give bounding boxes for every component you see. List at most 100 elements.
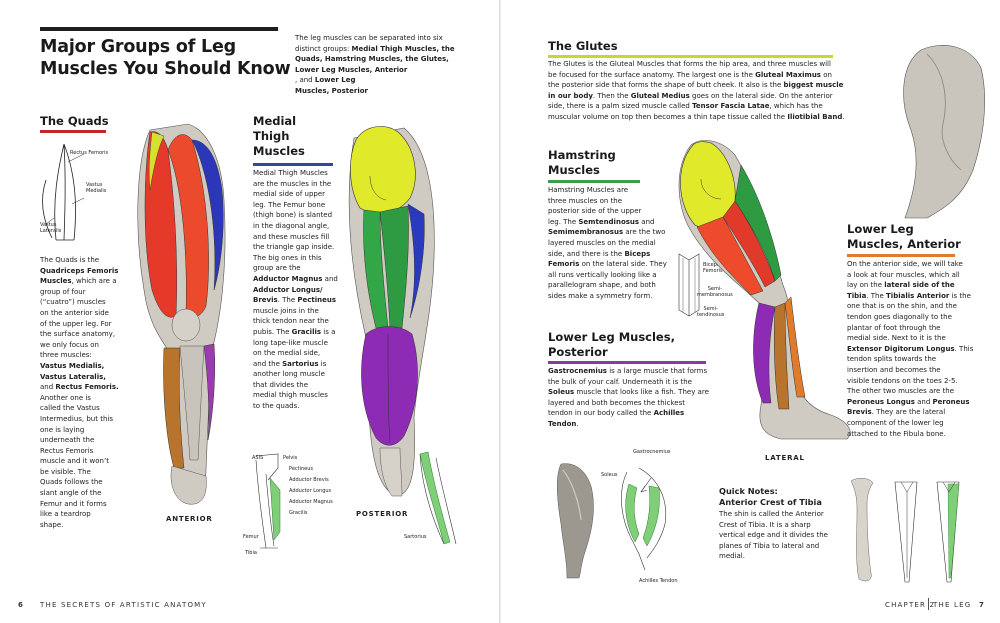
hamstring-line: Femoris on the lateral side. They — [548, 260, 667, 269]
label-adductor-longus: Adductor Longus — [289, 488, 332, 494]
quads-line: one is laying — [40, 425, 85, 434]
quick-notes-heading-line: Quick Notes: — [719, 486, 778, 496]
hamstring-line: Semimembranosus are the two — [548, 228, 666, 237]
quads-line: group of four — [40, 287, 86, 296]
label-soleus: Soleus — [601, 472, 618, 478]
intro-line: Quads, Hamstring Muscles, the Glutes, — [295, 55, 449, 63]
quick-notes-heading: Quick Notes:Anterior Crest of Tibia — [719, 486, 849, 508]
label-vastus-lateralis: Vastus Lateralis — [40, 222, 62, 234]
hamstring-line: posterior side of the upper — [548, 207, 642, 216]
intro-line: , and Lower Leg — [295, 76, 356, 84]
label-pectineus: Pectineus — [289, 466, 314, 472]
lower-anterior-heading-line: Muscles, Anterior — [847, 237, 961, 251]
medial-line: another long muscle — [253, 370, 325, 379]
lower-anterior-line: lay on the lateral side of the — [847, 281, 955, 290]
medial-heading-line: Thigh — [253, 129, 290, 143]
lower-posterior-line: Gastrocnemius is a large muscle that for… — [548, 367, 708, 375]
medial-underline — [253, 163, 333, 166]
intro-line: Muscles, Posterior — [295, 86, 368, 95]
quads-line: Femur and it forms — [40, 499, 107, 508]
hamstring-line: side, and there is the Biceps — [548, 249, 651, 258]
label-adductor-magnus: Adductor Magnus — [289, 499, 333, 505]
tibia-bone-illustration — [850, 478, 874, 582]
quads-line: muscle and it won’t — [40, 457, 109, 466]
quads-heading: The Quads — [40, 114, 109, 128]
lower-anterior-underline — [847, 254, 955, 257]
glutes-line: side, there is a palm sized muscle calle… — [548, 102, 823, 111]
medial-line: group are the — [253, 264, 301, 273]
quads-underline — [40, 130, 106, 133]
quads-line: three muscles: — [40, 351, 92, 360]
glutes-line: the posterior side that forms the shape … — [548, 81, 844, 90]
glutes-heading: The Glutes — [548, 39, 618, 53]
chapter-footer: CHAPTER 2 — [885, 601, 936, 609]
section-footer: THE LEG — [933, 601, 972, 609]
quads-line: (“cuatro”) muscles — [40, 298, 106, 307]
medial-line: muscle joins in the — [253, 306, 319, 315]
hamstring-heading-line: Hamstring — [548, 148, 616, 162]
intro-line: The leg muscles can be separated into si… — [295, 34, 443, 42]
medial-thigh-diagram — [255, 453, 281, 549]
quads-line: of the upper leg. For — [40, 319, 112, 328]
quads-line: slant angle of the — [40, 489, 102, 498]
lower-anterior-line: plantar of foot through the — [847, 323, 941, 332]
glutes-underline — [548, 55, 833, 58]
quads-line: shape. — [40, 520, 64, 529]
quads-line: we only focus on — [40, 340, 99, 349]
hamstring-line: layered muscles on the medial — [548, 238, 656, 247]
lower-posterior-line: the bulk of your calf. Underneath it is … — [548, 377, 692, 386]
label-semimembranosus: Semi- membranosus — [697, 286, 733, 298]
quads-line: on the anterior side — [40, 308, 109, 317]
quads-line: like a teardrop — [40, 510, 91, 519]
lower-anterior-line: medial side. Next to it is the — [847, 334, 946, 343]
glutes-paragraph: The Glutes is the Gluteal Muscles that f… — [548, 59, 848, 123]
hamstring-line: parallelogram shape, and both — [548, 281, 656, 290]
medial-line: on the medial side, — [253, 349, 321, 358]
medial-line: (thigh bone) is slanted — [253, 211, 333, 220]
label-gastrocnemius: Gastrocnemius — [633, 449, 671, 455]
medial-line: and the Sartorius is — [253, 359, 327, 368]
medial-line: in the diagonal angle, — [253, 221, 330, 230]
quick-notes-line: Crest of Tibia. It is a sharp — [719, 520, 811, 529]
left-page: Major Groups of Leg Muscles You Should K… — [0, 0, 499, 623]
medial-line: Medial Thigh Muscles — [253, 169, 328, 177]
hamstring-line: three muscles on the — [548, 196, 623, 205]
lower-posterior-heading: Lower Leg Muscles,Posterior — [548, 330, 738, 360]
hamstring-paragraph: Hamstring Muscles are three muscles on th… — [548, 185, 678, 302]
quads-line-diagram — [42, 143, 85, 241]
lower-anterior-line: tendon splits towards the — [847, 355, 937, 364]
label-rectus-femoris: Rectus Femoris — [70, 150, 109, 156]
quads-line: Another one is — [40, 393, 91, 402]
page-title: Major Groups of Leg Muscles You Should K… — [40, 37, 291, 79]
label-biceps-femoris: Biceps Femoris — [703, 262, 723, 274]
glutes-line: The Glutes is the Gluteal Muscles that f… — [548, 60, 831, 68]
label-femur: Femur — [243, 534, 259, 540]
lower-posterior-underline — [548, 361, 706, 364]
medial-line: The big ones in this — [253, 253, 322, 262]
lower-anterior-line: insertion and becomes the — [847, 365, 941, 374]
page-number-left: 6 — [18, 601, 23, 609]
medial-line: that divides the — [253, 380, 309, 389]
lower-anterior-line: Peroneus Longus and Peroneus — [847, 397, 970, 406]
lower-anterior-line: Extensor Digitorum Longus. This — [847, 344, 974, 353]
glutes-line: be focused for the surface anatomy. The … — [548, 70, 832, 79]
label-achilles-tendon: Achilles Tendon — [639, 578, 678, 584]
quads-line: Vastus Lateralis, — [40, 372, 106, 381]
quads-line: Vastus Medialis, — [40, 361, 105, 370]
hip-knee-illustration — [903, 45, 985, 219]
book-title-footer: THE SECRETS OF ARTISTIC ANATOMY — [40, 601, 207, 609]
medial-line: Brevis. The Pectineus — [253, 296, 337, 305]
quads-line: called the Vastus — [40, 404, 100, 413]
lower-anterior-line: visible tendons on the toes 2-5. — [847, 376, 958, 385]
label-semitendinosus: Semi- tendinosus — [697, 306, 725, 318]
quads-line: underneath the — [40, 436, 95, 445]
lower-anterior-line: On the anterior side, we will take — [847, 260, 963, 268]
hamstring-line: Hamstring Muscles are — [548, 186, 629, 194]
